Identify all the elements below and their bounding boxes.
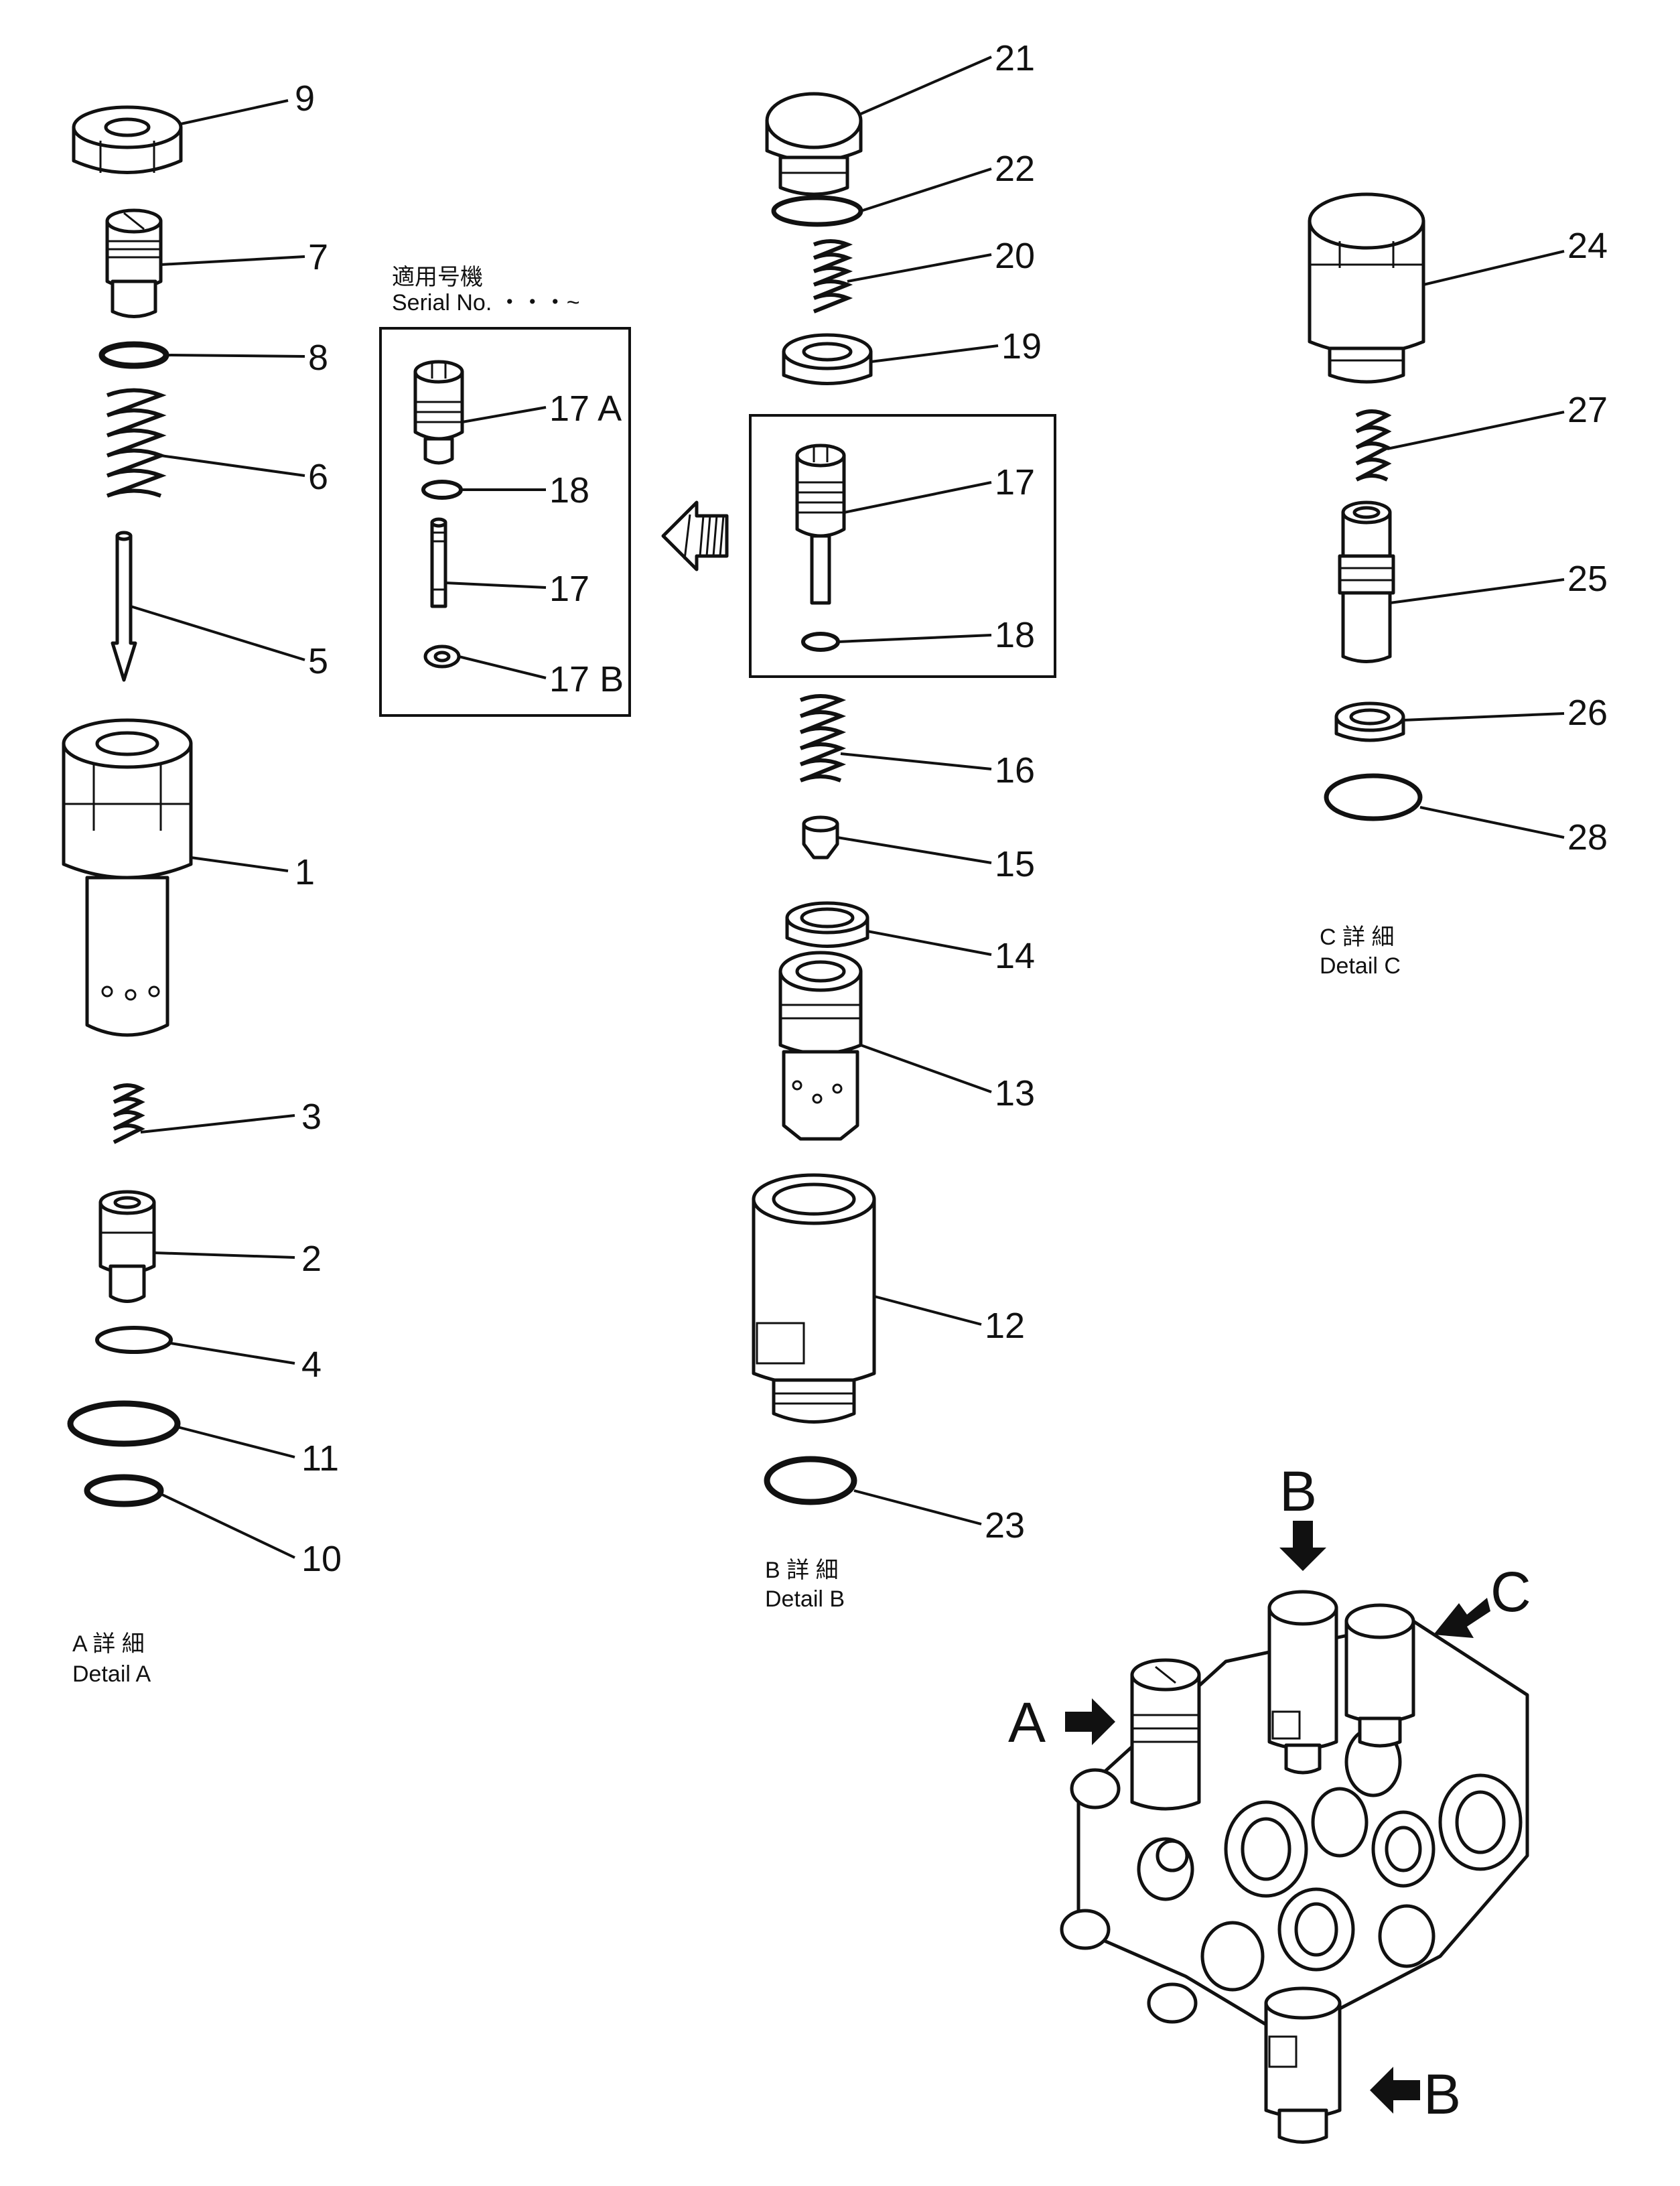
label-18-serial: 18 [549, 470, 589, 510]
part-17-poppet [795, 443, 846, 605]
valve-assembly [1060, 1590, 1529, 2144]
serial-title-en: Serial No. ・・・~ [392, 290, 580, 316]
label-25: 25 [1567, 559, 1608, 599]
label-1: 1 [295, 852, 315, 892]
captions: 適用号機 Serial No. ・・・~ A 詳 細 Detail A B 詳 … [72, 265, 1531, 2126]
part-16-spring [799, 694, 847, 782]
assembly-label-b-bottom: B [1423, 2063, 1461, 2126]
part-number-labels: 9 7 8 6 5 1 3 2 4 11 10 21 22 20 19 17 1… [295, 38, 1608, 1579]
arrow-c-icon [1433, 1598, 1490, 1638]
label-23: 23 [985, 1505, 1025, 1546]
part-9-nut [72, 105, 183, 174]
label-20: 20 [995, 236, 1035, 276]
part-27-spring [1355, 409, 1392, 482]
part-6-spring [106, 388, 167, 498]
label-13: 13 [995, 1073, 1035, 1113]
part-17b-seat [423, 644, 461, 669]
part-2-poppet [98, 1190, 156, 1303]
label-3: 3 [301, 1097, 322, 1137]
label-17: 17 [995, 462, 1035, 502]
part-11-o-ring [67, 1400, 181, 1447]
serial-title-jp: 適用号機 [392, 265, 483, 290]
part-28-o-ring [1324, 773, 1423, 821]
part-13-sleeve [778, 951, 863, 1141]
detail-a-caption-en: Detail A [72, 1661, 151, 1687]
arrow-b-bottom-icon [1370, 2067, 1420, 2114]
part-12-body [752, 1173, 876, 1424]
part-19-ring [782, 333, 873, 385]
part-18-ring [801, 632, 840, 652]
part-25-piston [1338, 500, 1395, 663]
label-17b: 17 B [549, 659, 624, 699]
label-6: 6 [308, 457, 328, 497]
part-3-spring [113, 1083, 145, 1144]
label-11: 11 [301, 1438, 339, 1479]
label-5: 5 [308, 641, 328, 681]
assembly-label-a: A [1008, 1691, 1046, 1754]
detail-c-caption-jp: C 詳 細 [1320, 925, 1394, 950]
part-24-plug [1308, 192, 1425, 384]
assembly-label-c: C [1490, 1560, 1531, 1623]
part-4-backup-ring [95, 1326, 173, 1354]
part-1-sleeve [62, 718, 193, 1037]
arrow-b-top-icon [1279, 1521, 1326, 1571]
part-22-o-ring [771, 195, 863, 227]
detail-b-caption-jp: B 詳 細 [765, 1558, 839, 1583]
part-10-o-ring [84, 1474, 164, 1507]
label-16: 16 [995, 750, 1035, 791]
detail-b-inner-box [749, 414, 1056, 678]
label-2: 2 [301, 1239, 322, 1279]
assembly-label-b-top: B [1279, 1460, 1317, 1523]
label-21: 21 [995, 38, 1035, 78]
label-14: 14 [995, 936, 1035, 976]
part-5-needle [111, 531, 137, 682]
part-7-screw [105, 208, 163, 318]
part-17a-poppet [413, 360, 464, 465]
label-22: 22 [995, 149, 1035, 189]
label-15: 15 [995, 844, 1035, 884]
part-8-o-ring [98, 341, 169, 369]
part-26-ring [1334, 701, 1405, 742]
part-23-o-ring [764, 1456, 857, 1505]
serial-box-frame [379, 327, 631, 717]
label-9: 9 [295, 78, 315, 119]
label-18: 18 [995, 615, 1035, 655]
part-18-ring-serial [421, 480, 463, 500]
detail-c-caption-en: Detail C [1320, 953, 1401, 979]
part-15-poppet [802, 815, 839, 860]
part-21-plug [765, 92, 863, 196]
part-14-ring [785, 901, 869, 948]
label-10: 10 [301, 1539, 342, 1579]
label-12: 12 [985, 1306, 1025, 1346]
part-17-pin-serial [430, 517, 447, 608]
label-24: 24 [1567, 226, 1608, 266]
detail-b-caption-en: Detail B [765, 1586, 845, 1612]
label-19: 19 [1001, 326, 1042, 366]
label-8: 8 [308, 338, 328, 378]
label-28: 28 [1567, 817, 1608, 858]
leader-lines [130, 56, 1565, 1559]
label-4: 4 [301, 1345, 322, 1385]
part-20-spring [813, 239, 853, 314]
detail-a-caption-jp: A 詳 細 [72, 1631, 145, 1657]
arrow-a-icon [1065, 1698, 1115, 1745]
label-7: 7 [308, 237, 328, 277]
label-17a: 17 A [549, 389, 622, 429]
label-26: 26 [1567, 693, 1608, 733]
label-27: 27 [1567, 390, 1608, 430]
label-17-serial: 17 [549, 569, 589, 609]
hatched-arrow-icon [661, 500, 729, 571]
